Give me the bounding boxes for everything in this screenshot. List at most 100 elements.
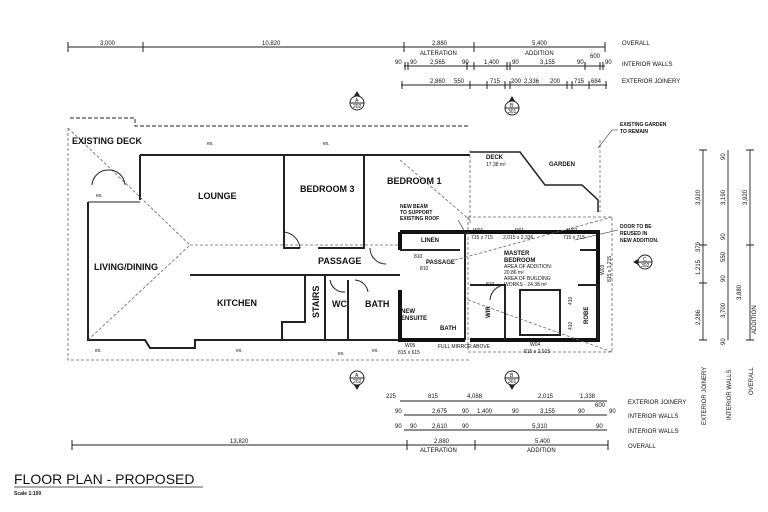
dim-value: 379	[696, 241, 702, 252]
dim-value: 200	[511, 79, 522, 85]
window-tag: W01	[473, 228, 484, 234]
section-letter: C	[643, 257, 647, 263]
dim-value: 90	[462, 409, 469, 415]
room-label-existing-deck: EXISTING DECK	[72, 136, 143, 146]
room-label-bath-new: BATH	[440, 326, 456, 332]
dim-row-label: INTERIOR WALLS	[727, 370, 733, 420]
dim-value: 90	[721, 153, 727, 160]
dim-value: 5,400	[535, 439, 551, 445]
section-sheet: 301	[508, 379, 517, 385]
dim-value: 2,015	[538, 394, 554, 400]
window-size: 715 x 715	[563, 235, 585, 241]
room-label-wc: WC	[332, 299, 347, 309]
right-dimensions: 3,920 379 1,215 2,286 EXTERIOR JOINERY 9…	[696, 149, 758, 425]
room-label-linen: LINEN	[421, 238, 439, 244]
dim-value: 3,700	[721, 302, 727, 318]
dim-value: 90	[609, 409, 616, 415]
dim-value: 5,400	[532, 41, 548, 47]
deck-garden	[469, 140, 601, 225]
room-label-bedroom-1: BEDROOM 1	[387, 176, 442, 186]
room-label-lounge: LOUNGE	[198, 191, 237, 201]
dim-value: 3,920	[696, 189, 702, 205]
dim-value: 715	[574, 79, 585, 85]
door-width: 410	[568, 296, 574, 305]
garden-note: TO REMAIN	[620, 129, 648, 135]
room-labels: EXISTING DECK LOUNGE BEDROOM 3 BEDROOM 1…	[72, 136, 590, 332]
dim-value: 3,920	[743, 189, 749, 205]
door-width: 810	[420, 266, 429, 272]
dim-value: 5,310	[532, 424, 548, 430]
zone-label: ADDITION	[752, 305, 758, 334]
room-label-garden: GARDEN	[549, 162, 575, 168]
beam-note: NEW BEAM	[400, 204, 428, 210]
zone-label: ALTERATION	[420, 51, 457, 57]
section-letter: A	[355, 98, 359, 104]
area-note: WORKS - 24.38 m²	[504, 282, 547, 288]
dim-value: 1,400	[484, 60, 500, 66]
dim-value: 684	[591, 79, 602, 85]
dim-value: 90	[578, 409, 585, 415]
dim-value: 90	[462, 60, 469, 66]
dim-value: 90	[512, 409, 519, 415]
dim-value: 550	[721, 251, 727, 262]
dim-row-label: OVERALL	[628, 444, 656, 450]
ex-label: ex.	[207, 141, 214, 147]
window-size: 715 x 715	[471, 235, 493, 241]
beam-note: TO SUPPORT	[400, 210, 432, 216]
dim-value: 3,000	[100, 41, 116, 47]
window-tag: W04	[530, 342, 541, 348]
deck-area: 17.38 m²	[486, 162, 506, 168]
window-tag: W02	[567, 228, 578, 234]
dim-value: 2,610	[432, 424, 448, 430]
drawing-scale: Scale 1:100	[14, 491, 41, 497]
room-label-kitchen: KITCHEN	[217, 298, 257, 308]
zone-label: ADDITION	[525, 51, 554, 57]
dim-value: 715	[490, 79, 501, 85]
title-block: FLOOR PLAN - PROPOSED Scale 1:100	[14, 471, 203, 497]
door-reuse-note: NEW ADDITION.	[620, 238, 659, 244]
window-tag: W05	[405, 343, 416, 349]
ex-label: ex.	[95, 348, 102, 354]
dim-value: 3,190	[721, 189, 727, 205]
area-note: AREA OF ADDITION:	[504, 264, 552, 270]
garden-note: EXISTING GARDEN	[620, 122, 667, 128]
room-label-robe: ROBE	[584, 307, 590, 324]
section-sheet: 302	[641, 263, 650, 269]
dim-value: 90	[577, 60, 584, 66]
opening-labels: W01 715 x 715 D01 2,015 x 2,336 W02 715 …	[398, 228, 613, 356]
dim-value: 90	[721, 233, 727, 240]
ex-label: ex.	[323, 141, 330, 147]
dim-value: 2,675	[432, 409, 448, 415]
dim-value: 1,400	[477, 409, 493, 415]
section-marker: B 301	[504, 370, 520, 390]
bottom-dimensions: 225 815 4,088 2,015 1,338 600 EXTERIOR J…	[71, 394, 686, 454]
area-note: 20.86 m²	[504, 270, 524, 276]
room-label-master: BEDROOM	[504, 258, 535, 264]
ex-label: ex.	[96, 193, 103, 199]
door-tag: D01	[515, 228, 524, 234]
dim-value: 2,565	[430, 60, 446, 66]
door-reuse-note: REUSED IN	[620, 231, 648, 237]
dim-row-label: EXTERIOR JOINERY	[628, 400, 686, 406]
section-sheet: 202	[353, 104, 362, 110]
dim-value: 550	[454, 79, 465, 85]
dim-value: 3,155	[540, 409, 556, 415]
dim-value: 2,880	[434, 439, 450, 445]
section-marker: A 202	[349, 370, 365, 390]
dim-row-label: INTERIOR WALLS	[628, 429, 678, 435]
dim-value: 90	[605, 60, 612, 66]
dim-row-label: OVERALL	[749, 367, 755, 395]
section-sheet: 301	[508, 109, 517, 115]
dim-value: 200	[550, 79, 561, 85]
dim-value: 90	[395, 424, 402, 430]
section-sheet: 202	[353, 379, 362, 385]
notes: NEW BEAM TO SUPPORT EXISTING ROOF DOOR T…	[95, 122, 667, 357]
dim-row-label: INTERIOR WALLS	[622, 62, 672, 68]
ex-label: ex.	[372, 348, 379, 354]
door-reuse-note: DOOR TO BE	[620, 224, 652, 230]
dim-value: 90	[512, 60, 519, 66]
dim-value: 90	[395, 409, 402, 415]
dim-row-label: INTERIOR WALLS	[628, 414, 678, 420]
dim-value: 2,286	[696, 309, 702, 325]
